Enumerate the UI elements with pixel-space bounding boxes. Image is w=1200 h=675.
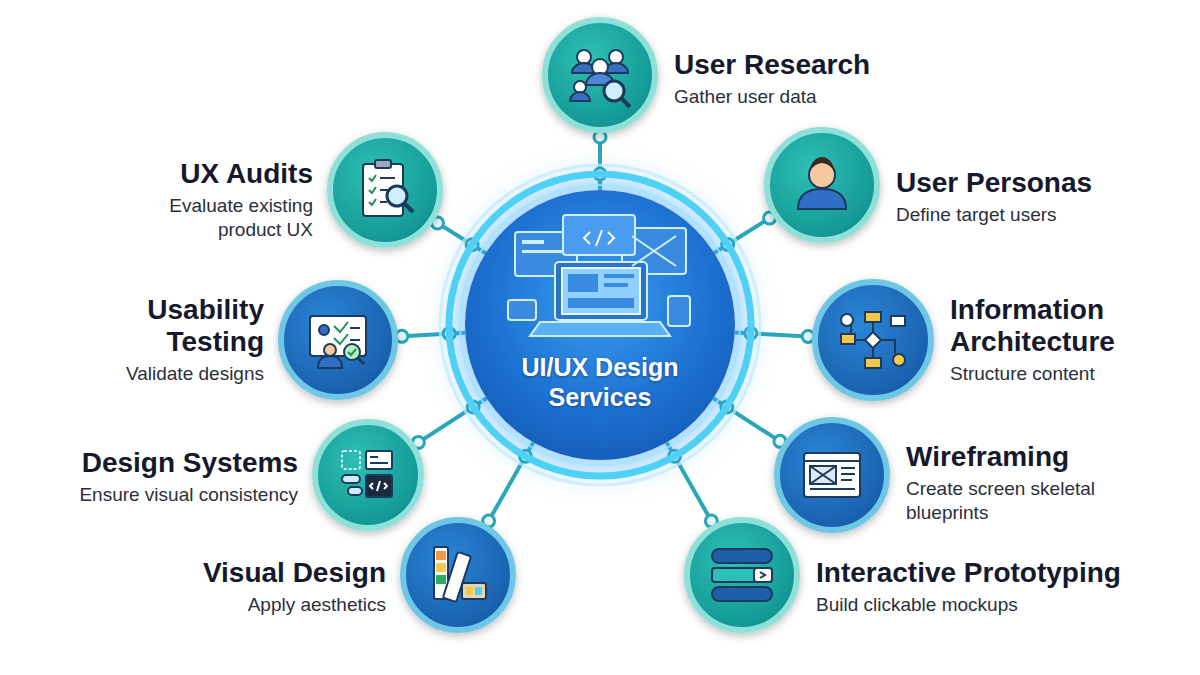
service-description: Evaluate existing product UX: [113, 194, 313, 242]
service-circle: User ResearchGather user data: [542, 17, 658, 133]
service-description: Gather user data: [674, 85, 974, 109]
service-description: Ensure visual consistency: [0, 483, 298, 507]
research-icon: [570, 50, 630, 107]
service-heading: User Personas: [896, 167, 1196, 199]
service-circle: Usability TestingValidate designs: [278, 280, 398, 400]
hub-title: UI/UX Design Services: [500, 352, 700, 412]
service-label: UX AuditsEvaluate existing product UX: [113, 158, 313, 242]
wireframe-icon: [804, 453, 860, 497]
connector-line: [415, 398, 487, 444]
service-heading: User Research: [674, 49, 974, 81]
service-circle: WireframingCreate screen skeletal bluepr…: [774, 417, 890, 533]
service-label: Visual DesignApply aesthetics: [86, 557, 386, 617]
service-label: User ResearchGather user data: [674, 49, 974, 109]
service-description: Apply aesthetics: [86, 593, 386, 617]
service-description: Create screen skeletal blueprints: [906, 477, 1141, 525]
audit-icon: [363, 160, 413, 216]
connector-dot: [443, 328, 455, 340]
service-description: Define target users: [896, 203, 1196, 227]
outer-ring: [440, 165, 760, 485]
connector-dot: [594, 168, 606, 180]
inner-ring: [460, 185, 740, 465]
service-label: WireframingCreate screen skeletal bluepr…: [906, 441, 1141, 525]
connector-line: [487, 442, 534, 524]
service-heading: Visual Design: [86, 557, 386, 589]
service-heading: Interactive Prototyping: [816, 557, 1200, 589]
service-circle: UX AuditsEvaluate existing product UX: [327, 132, 443, 248]
glow-ring: [449, 174, 751, 476]
service-description: Build clickable mockups: [816, 593, 1200, 617]
service-label: User PersonasDefine target users: [896, 167, 1196, 227]
flowchart-icon: [841, 312, 905, 368]
connector-dot: [519, 450, 531, 462]
testing-icon: [310, 316, 366, 368]
palette-icon: [434, 547, 486, 602]
connector-line: [667, 442, 714, 524]
service-label: Usability TestingValidate designs: [64, 294, 264, 386]
service-circle: User PersonasDefine target users: [764, 127, 880, 243]
service-heading: Design Systems: [0, 447, 298, 479]
connector-dot: [466, 239, 478, 251]
service-label: Information ArchitectureStructure conten…: [950, 294, 1185, 386]
connector-dot: [745, 327, 757, 339]
connector-dot: [669, 450, 681, 462]
service-circle: Information ArchitectureStructure conten…: [812, 279, 934, 401]
service-heading: Wireframing: [906, 441, 1141, 473]
service-heading: Information Architecture: [950, 294, 1185, 358]
service-description: Validate designs: [64, 362, 264, 386]
connector-line: [713, 398, 783, 443]
hub-circle: UI/UX Design Services: [465, 190, 735, 460]
components-icon: [342, 451, 392, 497]
service-description: Structure content: [950, 362, 1185, 386]
connector-dot: [722, 238, 734, 250]
persona-icon: [798, 157, 846, 209]
service-heading: Usability Testing: [64, 294, 264, 358]
laptop-illustration: [508, 215, 690, 336]
service-label: Design SystemsEnsure visual consistency: [0, 447, 298, 507]
connector-dot: [721, 401, 733, 413]
connector-dot: [467, 401, 479, 413]
service-circle: Interactive PrototypingBuild clickable m…: [684, 517, 800, 633]
service-circle: Visual DesignApply aesthetics: [400, 517, 516, 633]
prototype-icon: [712, 549, 772, 601]
service-heading: UX Audits: [113, 158, 313, 190]
service-label: Interactive PrototypingBuild clickable m…: [816, 557, 1200, 617]
service-circle: Design SystemsEnsure visual consistency: [312, 419, 424, 531]
